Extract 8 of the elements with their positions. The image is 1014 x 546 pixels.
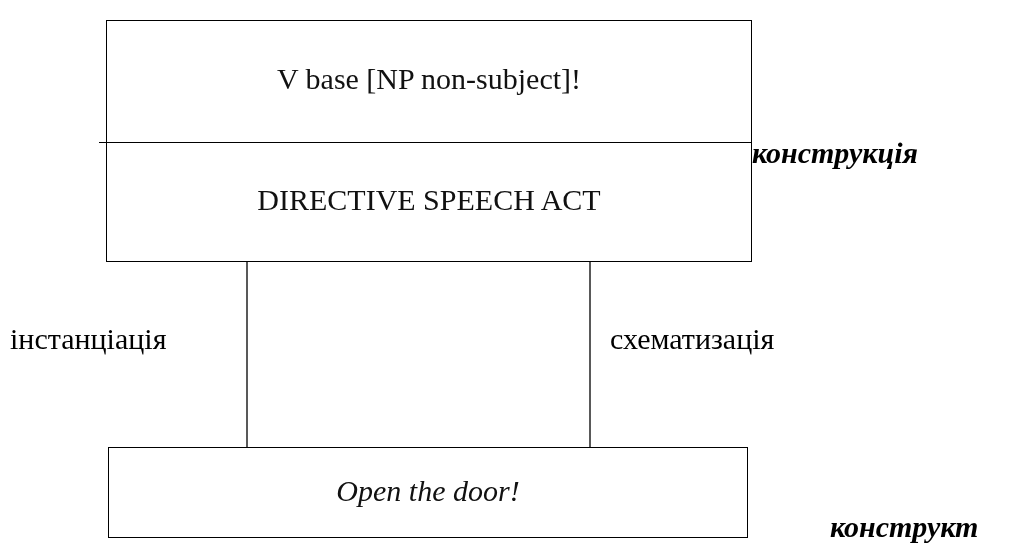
meaning-text: DIRECTIVE SPEECH ACT bbox=[257, 182, 601, 217]
term-label: конструкція bbox=[752, 136, 918, 170]
connector-line bbox=[246, 261, 248, 448]
form-text: V base [NP non-subject]! bbox=[276, 61, 582, 96]
example-text: Open the door! bbox=[336, 473, 520, 508]
construct-box bbox=[108, 447, 748, 538]
term-label: конструкт bbox=[830, 510, 979, 544]
connector-line bbox=[589, 261, 591, 448]
